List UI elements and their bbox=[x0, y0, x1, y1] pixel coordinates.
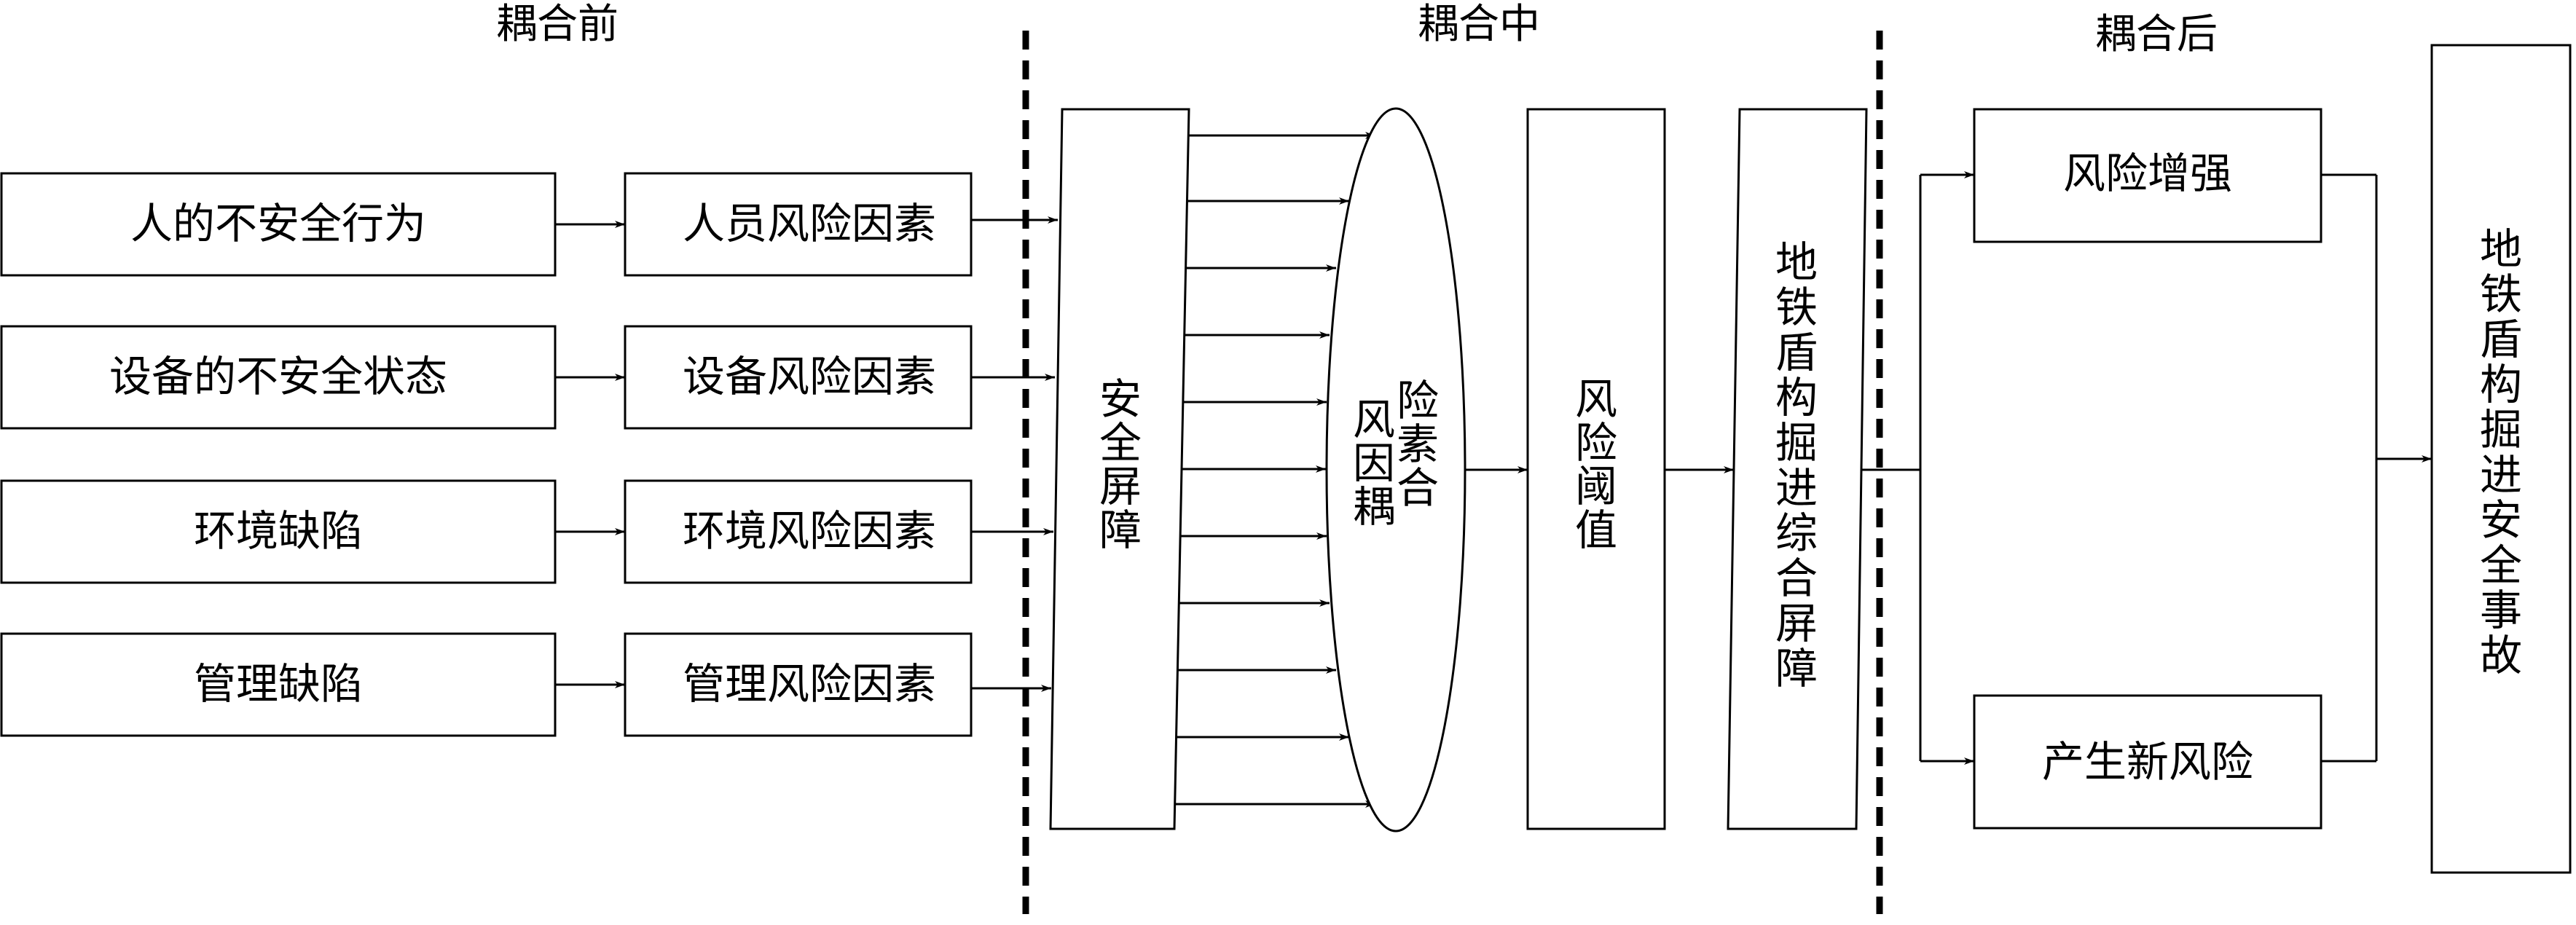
coupling-char: 风 bbox=[1353, 395, 1395, 444]
coupling-char: 素 bbox=[1397, 420, 1439, 469]
risk-threshold-char: 风 bbox=[1575, 374, 1617, 424]
coupling-char: 因 bbox=[1353, 438, 1395, 488]
cause-box-environment: 环境缺陷 bbox=[0, 479, 557, 584]
accident-box: 地 铁 盾 构 掘 进 安 全 事 故 bbox=[2430, 44, 2572, 874]
risk-factor-box-management: 管理风险因素 bbox=[624, 632, 973, 737]
phase-during-label: 耦合中 bbox=[1418, 1, 1540, 48]
penetration-arrows bbox=[1174, 132, 1375, 808]
comprehensive-barrier-char: 铁 bbox=[1775, 283, 1818, 332]
comprehensive-barrier-char: 合 bbox=[1775, 554, 1818, 603]
risk-factor-box-environment: 环境风险因素 bbox=[624, 479, 973, 584]
accident-char: 盾 bbox=[2480, 315, 2522, 364]
cause-label: 设备的不安全状态 bbox=[109, 352, 447, 401]
cause-label: 环境缺陷 bbox=[194, 506, 363, 556]
accident-char: 构 bbox=[2480, 360, 2522, 409]
risk-threshold-char: 值 bbox=[1575, 505, 1617, 555]
risk-factor-label: 设备风险因素 bbox=[683, 352, 936, 401]
phase-before-label: 耦合前 bbox=[496, 1, 619, 48]
comprehensive-barrier-char: 构 bbox=[1775, 373, 1818, 422]
safety-barrier-char: 全 bbox=[1099, 418, 1142, 468]
coupling-char: 耦 bbox=[1353, 482, 1395, 532]
cause-label: 管理缺陷 bbox=[194, 659, 363, 709]
comprehensive-barrier-char: 屏 bbox=[1775, 599, 1818, 648]
accident-char: 铁 bbox=[2480, 269, 2522, 319]
accident-char: 事 bbox=[2480, 586, 2522, 635]
accident-char: 掘 bbox=[2480, 405, 2522, 454]
comprehensive-barrier-char: 综 bbox=[1775, 508, 1818, 558]
phase-after-label: 耦合后 bbox=[2095, 11, 2218, 58]
safety-barrier: 安 全 屏 障 bbox=[1049, 108, 1190, 830]
risk-factor-coupling: 风 因 耦 险 素 合 bbox=[1325, 107, 1466, 832]
outcome-label: 产生新风险 bbox=[2042, 737, 2253, 787]
comprehensive-barrier-char: 进 bbox=[1775, 463, 1818, 513]
risk-threshold-char: 阈 bbox=[1575, 462, 1617, 511]
comprehensive-barrier: 地 铁 盾 构 掘 进 综 合 屏 障 bbox=[1727, 108, 1868, 830]
safety-barrier-char: 障 bbox=[1099, 505, 1142, 555]
risk-factor-label: 环境风险因素 bbox=[683, 506, 936, 556]
cause-box-management: 管理缺陷 bbox=[0, 632, 557, 737]
safety-barrier-char: 安 bbox=[1099, 374, 1142, 424]
risk-threshold: 风 险 阈 值 bbox=[1526, 108, 1666, 830]
outcome-new-risk: 产生新风险 bbox=[1973, 694, 2322, 830]
cause-list: 人的不安全行为 设备的不安全状态 环境缺陷 管理缺陷 bbox=[0, 172, 557, 737]
comprehensive-barrier-char: 障 bbox=[1775, 644, 1818, 693]
accident-char: 全 bbox=[2480, 540, 2522, 590]
risk-factor-label: 人员风险因素 bbox=[683, 199, 936, 248]
accident-char: 故 bbox=[2480, 631, 2522, 680]
accident-char: 进 bbox=[2480, 450, 2522, 500]
risk-factor-list: 人员风险因素 设备风险因素 环境风险因素 管理风险因素 bbox=[624, 172, 973, 737]
outcome-label: 风险增强 bbox=[2063, 149, 2232, 198]
cause-box-equipment: 设备的不安全状态 bbox=[0, 325, 557, 430]
cause-label: 人的不安全行为 bbox=[130, 199, 426, 248]
risk-factor-label: 管理风险因素 bbox=[683, 659, 936, 709]
comprehensive-barrier-char: 地 bbox=[1775, 237, 1818, 287]
accident-char: 安 bbox=[2480, 495, 2522, 545]
coupling-char: 险 bbox=[1397, 376, 1439, 425]
safety-barrier-char: 屏 bbox=[1099, 462, 1142, 511]
coupling-char: 合 bbox=[1397, 463, 1439, 513]
cause-box-human: 人的不安全行为 bbox=[0, 172, 557, 277]
outcome-risk-enhanced: 风险增强 bbox=[1973, 108, 2322, 243]
accident-char: 地 bbox=[2480, 224, 2522, 274]
branch-connector bbox=[1861, 171, 1974, 765]
risk-factor-box-personnel: 人员风险因素 bbox=[624, 172, 973, 277]
risk-factor-box-equipment: 设备风险因素 bbox=[624, 325, 973, 430]
risk-threshold-char: 险 bbox=[1575, 418, 1617, 468]
comprehensive-barrier-char: 盾 bbox=[1775, 328, 1818, 377]
merge-connector bbox=[2321, 173, 2432, 763]
comprehensive-barrier-char: 掘 bbox=[1775, 418, 1818, 468]
